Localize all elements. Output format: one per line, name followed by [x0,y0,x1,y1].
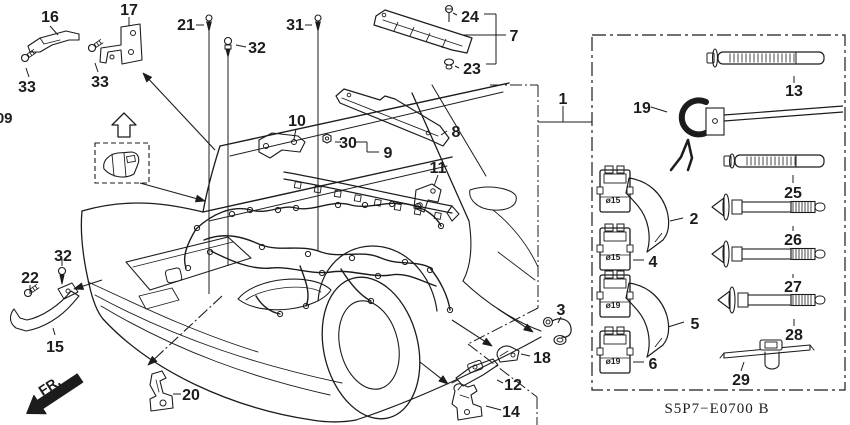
callout-13: 13 [785,83,803,100]
bolt-32-top [223,36,233,58]
callout-30: 30 [339,135,357,152]
bolt-33-right [87,39,104,53]
bracket-10 [258,132,306,159]
connector-size-label: ø19 [606,300,621,310]
callout-32: 32 [54,248,72,265]
leader-lines [25,12,795,411]
wire-clip-29 [719,339,815,370]
location-arrows [73,72,534,385]
harness-rail-9 [283,171,460,222]
grommet-23 [443,58,455,70]
connector-size-label: ø15 [606,252,621,262]
fr-arrow: FR. [26,373,84,415]
harness-cover-7 [373,9,473,54]
callout-26: 26 [784,232,802,249]
car-body-outline [80,82,542,423]
clip-connector-6: ø19 [596,326,634,374]
callout-1: 1 [559,91,568,108]
harness-clamp-18 [496,345,520,363]
parts-box-border [591,34,846,391]
boot-2 [625,177,670,253]
callout-2: 2 [690,211,699,228]
callout-12: 12 [504,377,522,394]
callout-24: 24 [461,9,479,26]
callout-21: 21 [177,17,195,34]
callout-3: 3 [557,302,566,319]
connector-size-label: ø15 [606,195,621,205]
harness-holder-19 [669,97,844,172]
pigtail-wire-3 [542,316,572,346]
callout-15: 15 [46,339,64,356]
bolt-22 [23,284,40,298]
screw-24 [444,4,454,22]
connector-size-label: ø19 [606,356,621,366]
cable-tie-13 [706,48,825,68]
callout-10: 10 [288,113,306,130]
bracket-20 [149,370,174,412]
connector-5: ø19 [596,270,634,318]
rail-8 [335,88,450,147]
callout-5: 5 [691,316,700,333]
bolt-33-left [20,49,37,63]
connector-2: ø15 [596,165,634,213]
part-code: S5P7−E0700 B [664,401,769,417]
callout-14: 14 [502,404,520,421]
cable-tie-25 [723,153,825,169]
stay-15 [9,282,80,332]
bracket-14 [451,383,483,421]
callout-6: 6 [649,356,658,373]
callout-22: 22 [21,270,39,287]
view-ref-label: 109 [0,110,13,127]
b6-dashed-box [94,142,150,184]
callout-8: 8 [452,124,461,141]
cable-tie-28 [717,286,826,314]
callout-19: 19 [633,100,651,117]
bolt-32-left [57,266,67,285]
callout-29: 29 [732,372,750,389]
l-bracket-17 [99,23,143,65]
cable-tie-26 [711,193,826,221]
callout-18: 18 [533,350,551,367]
bracket-12 [451,358,499,391]
callout-11: 11 [430,160,447,177]
clip-bracket-16 [27,30,80,53]
bracket-11 [413,183,442,213]
boot-5 [625,282,670,358]
callout-17: 17 [120,2,138,19]
callout-33: 33 [18,79,36,96]
callout-27: 27 [784,279,802,296]
callout-16: 16 [41,9,59,26]
b6-connector [103,151,140,178]
clip-pin-21 [205,14,213,32]
callout-32: 32 [248,40,266,57]
callout-28: 28 [785,327,803,344]
callout-31: 31 [286,17,304,34]
callout-23: 23 [463,61,481,78]
callout-7: 7 [510,28,519,45]
cable-tie-27 [711,240,826,268]
callout-4: 4 [649,254,658,271]
part-code-label: S5P7−E0700 B [664,401,769,417]
clip-connector-4: ø15 [596,223,634,271]
view-ref-b6: 109 [0,110,137,138]
callout-25: 25 [784,185,802,202]
callout-20: 20 [182,387,200,404]
callout-9: 9 [384,145,393,162]
nut-30 [322,133,332,144]
callout-33: 33 [91,74,109,91]
clip-pin-31 [314,14,322,32]
